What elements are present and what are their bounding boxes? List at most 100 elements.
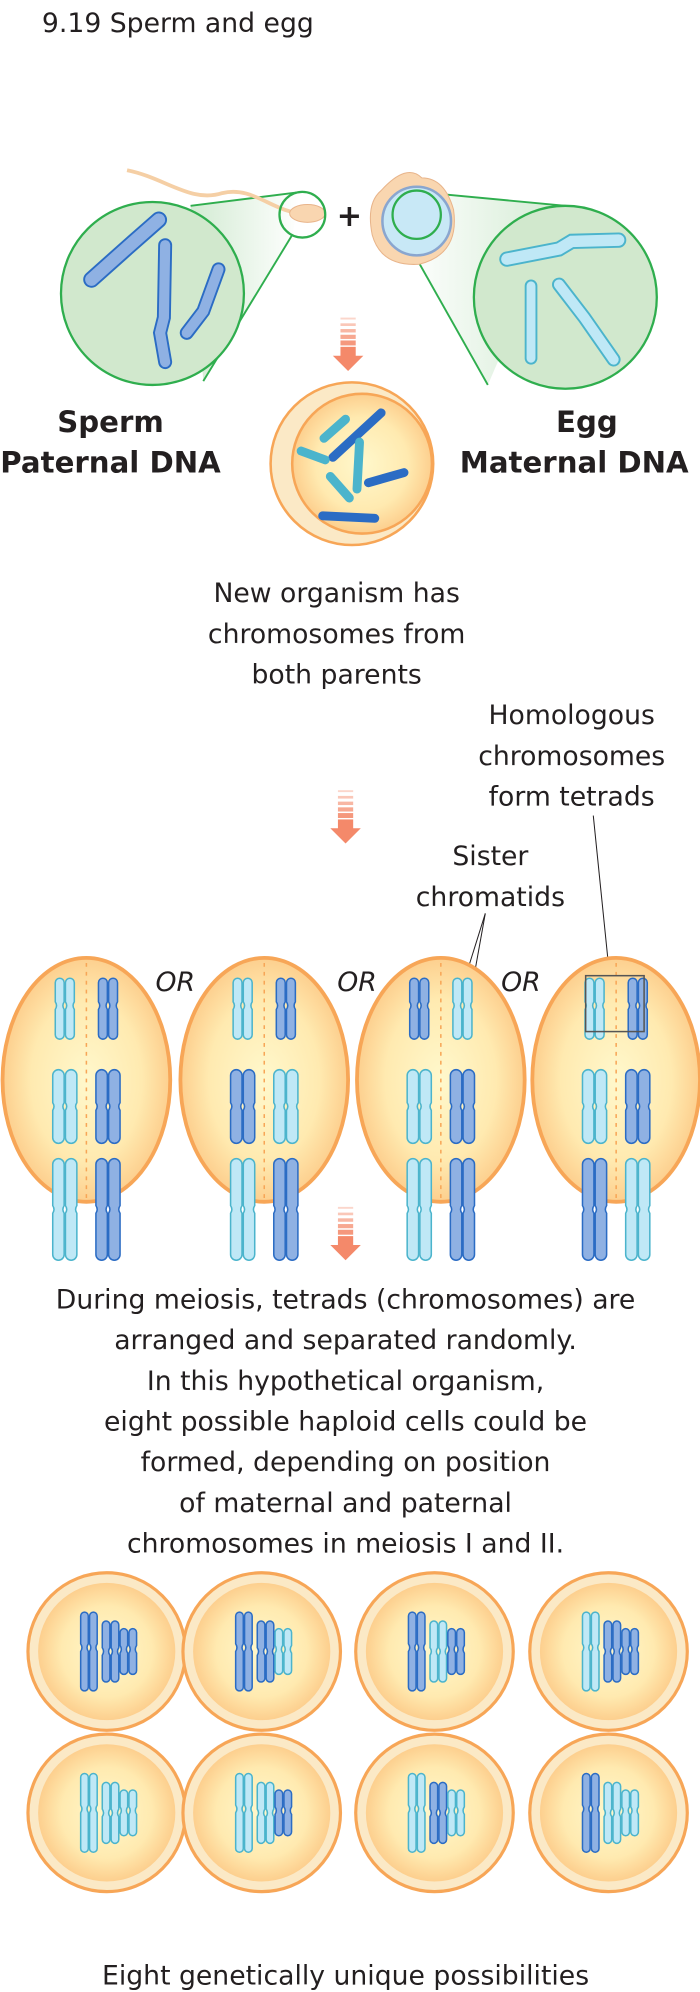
maternal-chromatid xyxy=(594,1068,608,1145)
chromosome xyxy=(119,1627,138,1676)
maternal-chromatid xyxy=(285,1068,299,1145)
chromosome xyxy=(429,1781,448,1845)
maternal-chromatid xyxy=(51,1157,65,1261)
new-organism-text: both parents xyxy=(252,659,422,690)
paternal-chromatid xyxy=(629,1627,640,1676)
sister-chromatids-label: chromatids xyxy=(416,882,565,913)
paternal-chromatid xyxy=(97,977,109,1040)
maternal-chromatid xyxy=(419,1157,433,1261)
maternal-chromatid xyxy=(621,1789,631,1837)
homologous-chromosome xyxy=(581,1157,608,1261)
homologous-label: form tetrads xyxy=(489,781,655,812)
meiosis-text: During meiosis, tetrads (chromosomes) ar… xyxy=(56,1285,636,1316)
paternal-chromatid xyxy=(603,1620,613,1683)
footer-caption: Eight genetically unique possibilities xyxy=(102,1960,589,1991)
maternal-chromatid xyxy=(594,977,605,1040)
chromosome xyxy=(256,1620,275,1683)
maternal-chromatid xyxy=(462,977,473,1040)
paternal-chromatid xyxy=(447,1627,457,1676)
homologous-chromosome xyxy=(406,1157,433,1261)
meiosis-text: eight possible haploid cells could be xyxy=(104,1406,587,1437)
chromosome xyxy=(101,1620,120,1683)
maternal-chromatid xyxy=(234,1772,245,1854)
chromosome xyxy=(101,1781,120,1845)
paternal-chromatid xyxy=(419,977,430,1040)
egg-magnifier xyxy=(369,171,658,390)
paternal-dna-label: Paternal DNA xyxy=(0,446,221,480)
maternal-chromatid xyxy=(455,1789,466,1837)
meiosis-text: of maternal and paternal xyxy=(179,1488,512,1519)
maternal-chromatid xyxy=(128,1789,138,1837)
paternal-chromatid xyxy=(275,977,286,1040)
chromosome xyxy=(603,1781,622,1845)
homologous-label: chromosomes xyxy=(478,741,665,772)
paternal-chromatid xyxy=(462,1068,476,1145)
chromosome xyxy=(119,1789,138,1837)
paternal-chromatid xyxy=(449,1157,463,1261)
maternal-chromatid xyxy=(243,1772,253,1854)
egg-label: Egg xyxy=(556,405,618,439)
sperm-magnifier xyxy=(59,168,327,387)
chromosome xyxy=(274,1627,293,1676)
paternal-chromatid xyxy=(438,1781,448,1845)
haploid-cell xyxy=(528,1732,689,1894)
chromosome xyxy=(429,1620,448,1683)
tetrad-cell xyxy=(355,955,527,1261)
zygote xyxy=(269,381,435,547)
homologous-chromosome xyxy=(449,1068,476,1145)
sperm-tail xyxy=(126,168,305,216)
haploid-cell xyxy=(181,1571,343,1732)
paternal-chromatid xyxy=(242,1068,256,1145)
homologous-chromosome xyxy=(97,977,119,1040)
paternal-chromatid xyxy=(407,1611,417,1692)
down-arrow-icon xyxy=(330,1206,361,1261)
maternal-chromatid xyxy=(452,977,463,1040)
maternal-chromatid xyxy=(64,1068,78,1145)
chromosome xyxy=(603,1620,622,1683)
paternal-chromatid xyxy=(612,1620,622,1683)
homologous-chromosome xyxy=(624,1157,651,1261)
paternal-chromatid xyxy=(285,1157,299,1261)
maternal-dna-label: Maternal DNA xyxy=(460,446,689,480)
maternal-chromatid xyxy=(283,1627,293,1676)
maternal-chromatid xyxy=(603,1781,613,1845)
paternal-chromatid xyxy=(107,1157,121,1261)
maternal-chromatid xyxy=(242,1157,256,1261)
homologous-chromosome xyxy=(624,1068,651,1145)
homologous-chromosome xyxy=(275,977,297,1040)
chromosome xyxy=(407,1772,426,1854)
sperm-dna-circle xyxy=(59,200,246,387)
maternal-chromatid xyxy=(406,1157,420,1261)
chromosome xyxy=(621,1627,640,1676)
paternal-chromatid xyxy=(107,977,119,1040)
homologous-chromosome xyxy=(229,1157,256,1261)
plus-sign: + xyxy=(337,199,363,234)
maternal-chromatid xyxy=(581,1068,595,1145)
maternal-chromatid xyxy=(51,1068,65,1145)
paternal-chromatid xyxy=(256,1620,266,1683)
paternal-chromatid xyxy=(637,977,649,1040)
maternal-chromatid xyxy=(629,1789,640,1837)
maternal-chromatid xyxy=(54,977,65,1040)
paternal-chromatid xyxy=(234,1611,245,1692)
chromosome xyxy=(621,1789,640,1837)
haploid-cell xyxy=(26,1732,188,1894)
paternal-chromatid xyxy=(581,1772,591,1854)
maternal-chromatid xyxy=(265,1781,275,1845)
chromosome xyxy=(407,1611,426,1692)
paternal-chromatid xyxy=(229,1068,243,1145)
down-arrow-icon xyxy=(332,317,364,371)
paternal-chromatid xyxy=(274,1789,284,1837)
tetrad-highlight-box xyxy=(584,974,645,1033)
sperm-head xyxy=(289,204,326,223)
paternal-chromatid xyxy=(590,1772,600,1854)
chromosome xyxy=(581,1772,600,1854)
maternal-chromatid xyxy=(407,1772,417,1854)
maternal-chromatid xyxy=(429,1620,439,1683)
maternal-chromatid xyxy=(64,1157,78,1261)
tetrad-cell xyxy=(178,955,350,1261)
meiosis-text: In this hypothetical organism, xyxy=(147,1366,544,1397)
paternal-chromatid xyxy=(455,1627,466,1676)
paternal-chromatid xyxy=(95,1157,109,1261)
